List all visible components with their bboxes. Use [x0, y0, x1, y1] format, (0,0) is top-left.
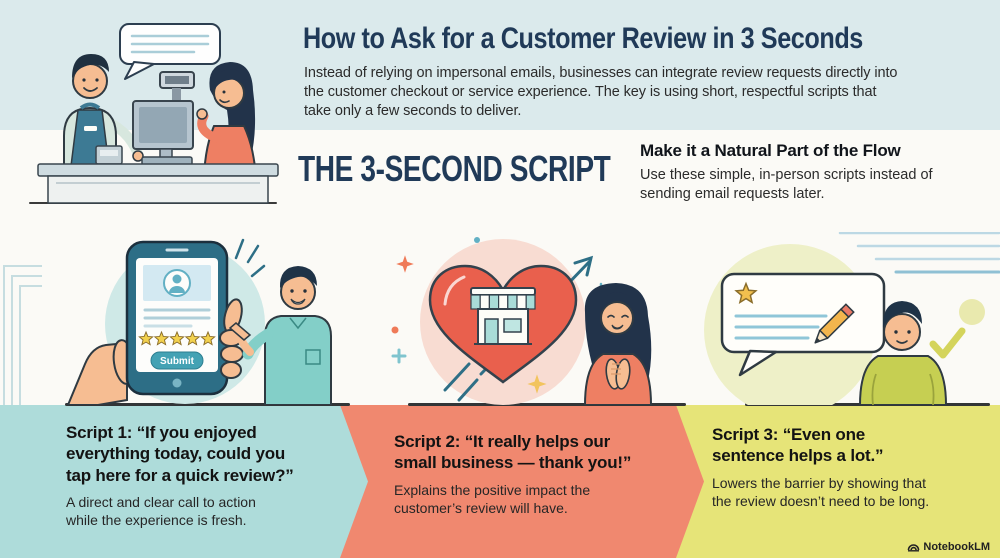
section-side-note: Make it a Natural Part of the Flow Use t…	[640, 141, 980, 204]
home-button	[172, 378, 182, 388]
pointing-man	[228, 266, 332, 405]
script1-chevron-panel	[0, 405, 368, 558]
store-window	[503, 318, 522, 333]
doorframe-decoration	[3, 265, 42, 405]
watermark-label: NotebookLM	[923, 541, 990, 553]
heart-storefront-illustration	[391, 237, 653, 405]
notebooklm-logo-icon	[908, 544, 920, 552]
phone-review-illustration: Submit	[3, 238, 332, 405]
sparkle-dashes	[234, 238, 266, 278]
listening-man	[858, 301, 948, 405]
script3-title: Script 3: “Even one sentence helps a lot…	[712, 425, 884, 466]
review-bubble-illustration	[704, 232, 1000, 405]
svg-text:Submit: Submit	[160, 356, 195, 367]
page-subtitle: Instead of relying on impersonal emails,…	[304, 65, 898, 119]
section-heading: THE 3-SECOND SCRIPT	[298, 148, 611, 189]
phone-review-screen: Submit	[125, 240, 229, 396]
grateful-woman	[583, 283, 653, 405]
script2-text-block: Script 2: “It really helps our small bus…	[394, 431, 631, 517]
speech-bubble-icon	[119, 23, 221, 80]
checkout-counter	[37, 163, 279, 204]
table-line	[65, 403, 350, 406]
submit-button: Submit	[150, 351, 204, 370]
card-reader-icon	[95, 145, 123, 165]
side-note-heading: Make it a Natural Part of the Flow	[640, 141, 901, 160]
dot-decoration	[959, 299, 985, 325]
script1-title: Script 1: “If you enjoyed everything tod…	[66, 423, 294, 485]
script2-chevron-panel	[340, 405, 704, 558]
script2-title: Script 2: “It really helps our small bus…	[394, 432, 632, 473]
script1-text-block: Script 1: “If you enjoyed everything tod…	[66, 422, 294, 529]
cash-register-icon	[132, 71, 195, 166]
checkmark-icon	[929, 327, 966, 359]
script3-text-block: Script 3: “Even one sentence helps a lot…	[712, 424, 929, 510]
review-bubble-icon	[720, 272, 886, 377]
side-note-body: Use these simple, in-person scripts inst…	[640, 167, 933, 203]
pencil-icon	[814, 303, 855, 344]
store-door	[484, 318, 499, 345]
notebooklm-watermark: NotebookLM	[907, 541, 990, 553]
checkout-illustration	[29, 23, 279, 204]
page-title: How to Ask for a Customer Review in 3 Se…	[303, 22, 863, 55]
script3-chevron-panel	[676, 405, 1000, 558]
script2-description: Explains the positive impact the custome…	[394, 481, 591, 516]
script1-description: A direct and clear call to action while …	[66, 493, 256, 528]
script3-description: Lowers the barrier by showing that the r…	[712, 474, 930, 509]
storefront-icon	[470, 287, 536, 345]
table-line	[408, 403, 686, 406]
notebook-lines-decoration	[838, 232, 1000, 274]
